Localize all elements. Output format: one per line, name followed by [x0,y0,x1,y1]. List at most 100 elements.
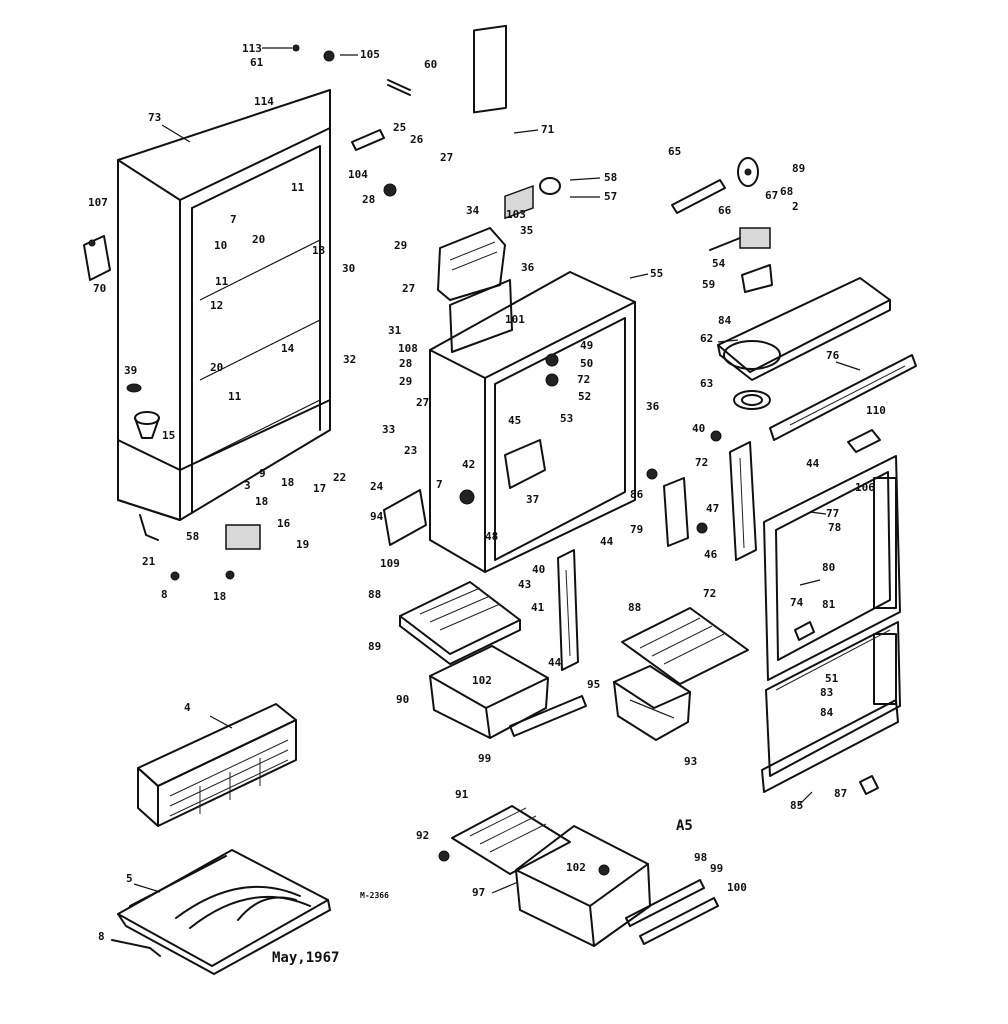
part-callout-108: 108 [398,342,418,355]
part-callout-88: 88 [368,588,381,601]
bracket-70 [83,235,111,281]
tube-21 [139,514,159,541]
part-callout-20: 20 [252,233,265,246]
part-callout-2: 2 [792,200,799,213]
top-small-parts [292,24,561,197]
part-callout-29: 29 [394,239,407,252]
part-callout-51: 51 [825,672,839,685]
cup-15 [126,383,160,439]
part-callout-86: 86 [630,488,644,501]
shelf-88 [399,581,521,665]
part-callout-87: 87 [834,787,847,800]
part-callout-34: 34 [466,204,480,217]
part-callout-97: 97 [472,886,485,899]
part-callout-72: 72 [695,456,708,469]
part-callout-92: 92 [416,829,429,842]
part-callout-54: 54 [712,257,726,270]
part-callout-88: 88 [628,601,641,614]
part-callout-27: 27 [440,151,453,164]
crisper-90 [429,645,549,739]
part-callout-5: 5 [126,872,133,885]
part-callout-27: 27 [402,282,415,295]
part-callout-60: 60 [424,58,437,71]
part-callout-32: 32 [343,353,356,366]
part-callout-50: 50 [580,357,593,370]
part-callout-81: 81 [822,598,836,611]
part-callout-13: 13 [312,244,325,257]
sheet-label: A5 [676,818,693,834]
part-callout-66: 66 [718,204,732,217]
part-callout-21: 21 [142,555,156,568]
part-callout-59: 59 [702,278,715,291]
part-callout-73: 73 [148,111,161,124]
part-callout-40: 40 [692,422,705,435]
part-callout-72: 72 [703,587,716,600]
part-callout-76: 76 [826,349,840,362]
part-callout-94: 94 [370,510,384,523]
part-callout-61: 61 [250,56,264,69]
part-callout-58: 58 [604,171,617,184]
door-shelf-88b [621,607,749,685]
part-callout-9: 9 [259,467,266,480]
part-callout-102: 102 [566,861,586,874]
leader-lines [133,47,861,894]
part-callout-15: 15 [162,429,175,442]
rail-76 [769,354,917,441]
part-callout-11: 11 [215,275,229,288]
rails-98-100 [625,879,719,945]
part-callout-57: 57 [604,190,617,203]
part-callout-79: 79 [630,523,643,536]
part-callout-93: 93 [684,755,697,768]
part-callout-90: 90 [396,693,409,706]
shelf-supports [557,430,757,671]
part-callout-106: 106 [855,481,875,494]
part-callout-101: 101 [505,313,525,326]
part-callout-77: 77 [826,507,839,520]
trough-62 [717,277,891,410]
part-callout-31: 31 [388,324,402,337]
cabinet-assembly [117,89,331,521]
part-callout-45: 45 [508,414,521,427]
part-callout-10: 10 [214,239,227,252]
crisper-97 [515,825,651,947]
part-callout-25: 25 [393,121,406,134]
part-callout-17: 17 [313,482,326,495]
part-callout-67: 67 [765,189,778,202]
part-callout-4: 4 [184,701,191,714]
grille-4 [137,703,297,827]
part-callout-72: 72 [577,373,590,386]
part-callout-12: 12 [210,299,223,312]
part-callout-37: 37 [526,493,539,506]
part-callout-18: 18 [213,590,226,603]
part-callout-44: 44 [806,457,820,470]
part-callout-22: 22 [333,471,346,484]
part-callout-36: 36 [646,400,660,413]
basket-93 [613,665,691,741]
part-callout-104: 104 [348,168,368,181]
part-callout-8: 8 [98,930,105,943]
part-callout-110: 110 [866,404,886,417]
part-callout-84: 84 [820,706,834,719]
part-callout-84: 84 [718,314,732,327]
part-callout-114: 114 [254,95,274,108]
part-callout-99: 99 [710,862,723,875]
part-callout-46: 46 [704,548,718,561]
cold-control-parts [671,157,773,293]
part-callout-68: 68 [780,185,793,198]
part-callout-7: 7 [230,213,237,226]
part-callout-63: 63 [700,377,713,390]
part-callout-18: 18 [255,495,268,508]
part-callout-36: 36 [521,261,535,274]
part-callout-70: 70 [93,282,106,295]
part-callout-27: 27 [416,396,429,409]
rail-95 [509,695,587,737]
part-callout-99: 99 [478,752,491,765]
part-callout-62: 62 [700,332,713,345]
part-callout-28: 28 [399,357,412,370]
pan-91 [438,805,571,875]
part-callout-39: 39 [124,364,137,377]
part-callout-26: 26 [410,133,424,146]
part-callout-105: 105 [360,48,380,61]
